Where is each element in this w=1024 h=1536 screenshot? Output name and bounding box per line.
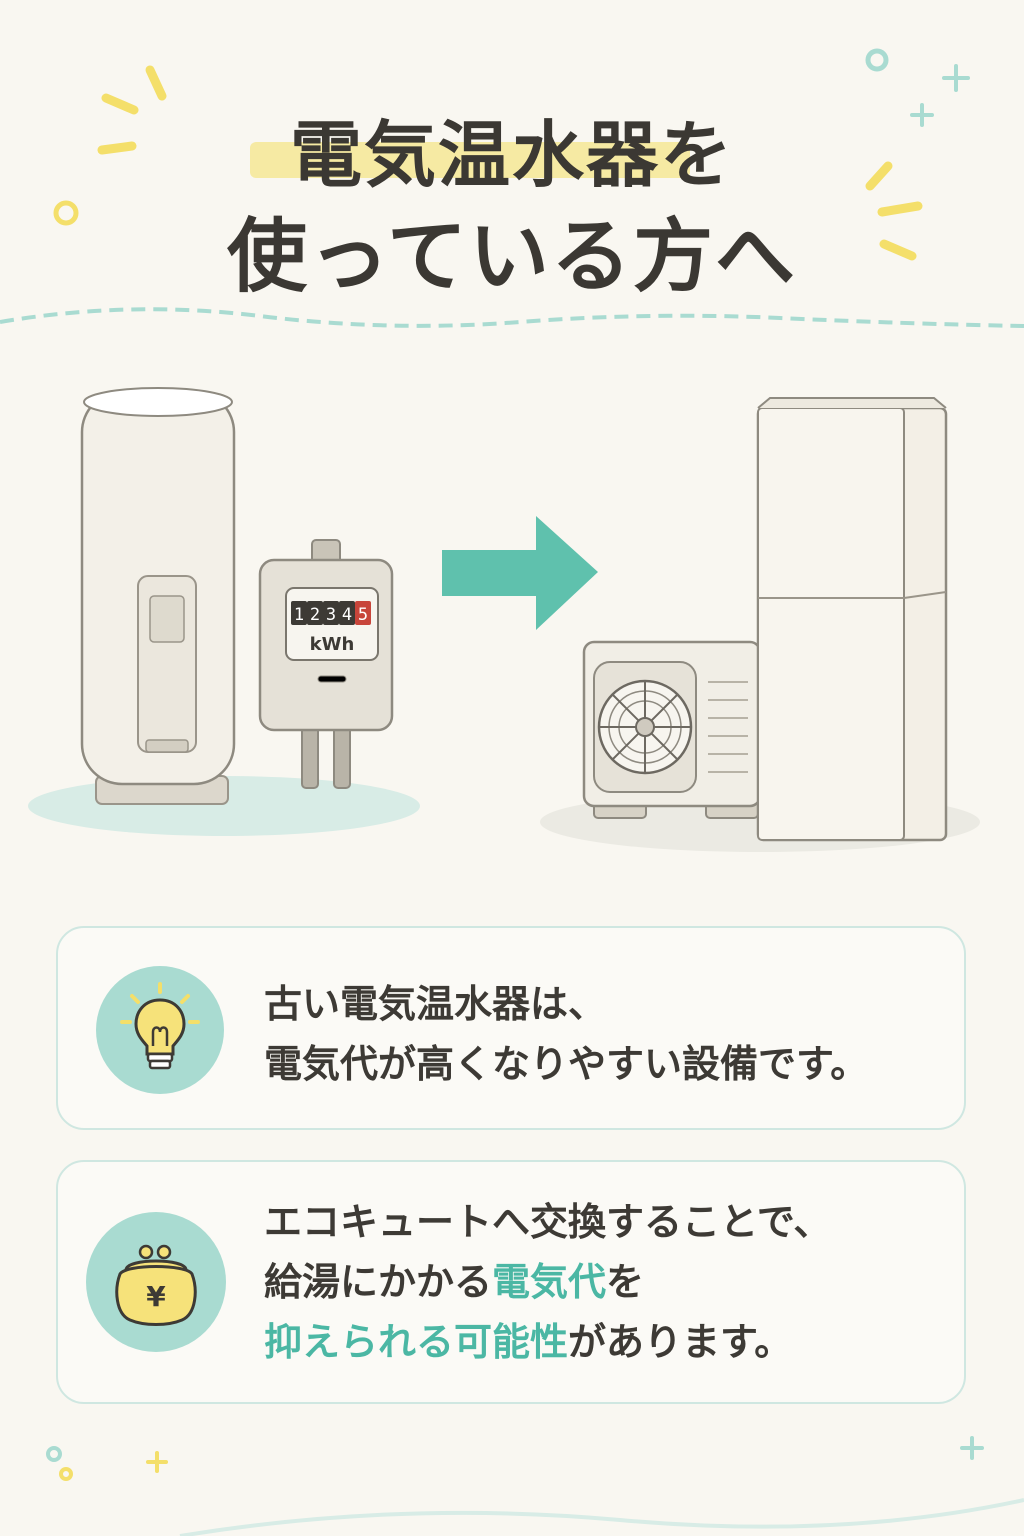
sparkle-decoration-left (0, 48, 1024, 328)
meter-digit: 4 (342, 605, 352, 625)
card1-line1: 古い電気温水器は、 (264, 982, 607, 1026)
meter-digit: 1 (294, 605, 304, 625)
card2-line2-accent: 電気代 (492, 1260, 607, 1305)
lightbulb-icon (120, 982, 200, 1070)
card2-line1: エコキュートへ交換することで、 (264, 1200, 832, 1244)
electricity-meter: 1 2 3 4 5 kWh (258, 539, 394, 789)
yen-purse-icon: ¥ (115, 1244, 197, 1326)
meter-unit: kWh (310, 634, 355, 655)
card2-line2-post: を (606, 1260, 645, 1305)
meter-digit: 5 (358, 605, 368, 625)
illustration: 1 2 3 4 5 kWh (28, 387, 980, 852)
card1-line2: 電気代が高くなりやすい設備です。 (264, 1042, 869, 1087)
card2-line2-pre: 給湯にかかる (264, 1260, 493, 1305)
storage-tank-unit (756, 397, 948, 842)
title-highlight (250, 142, 690, 178)
bottom-decoration (46, 1436, 1024, 1536)
card2-line2: 給湯にかかる電気代を (264, 1252, 831, 1312)
meter-digit: 3 (326, 605, 336, 625)
page-title-line1: 電気温水器を (289, 113, 734, 197)
svg-text:¥: ¥ (146, 1280, 166, 1313)
card2-line3-accent: 抑えられる可能性 (264, 1320, 569, 1365)
info-card-1: 古い電気温水器は、 電気代が高くなりやすい設備です。 (56, 926, 966, 1130)
heat-pump-unit (582, 640, 762, 819)
meter-digit: 2 (310, 605, 320, 625)
page-title-line2: 使っている方へ (227, 210, 797, 303)
card2-line3: 抑えられる可能性があります。 (264, 1312, 831, 1372)
water-heater-tank (80, 387, 236, 805)
arrow-right-icon (442, 516, 598, 630)
card2-line3-post: があります。 (568, 1320, 793, 1365)
info-card-2: ¥ エコキュートへ交換することで、 給湯にかかる電気代を 抑えられる可能性があり… (56, 1160, 966, 1404)
